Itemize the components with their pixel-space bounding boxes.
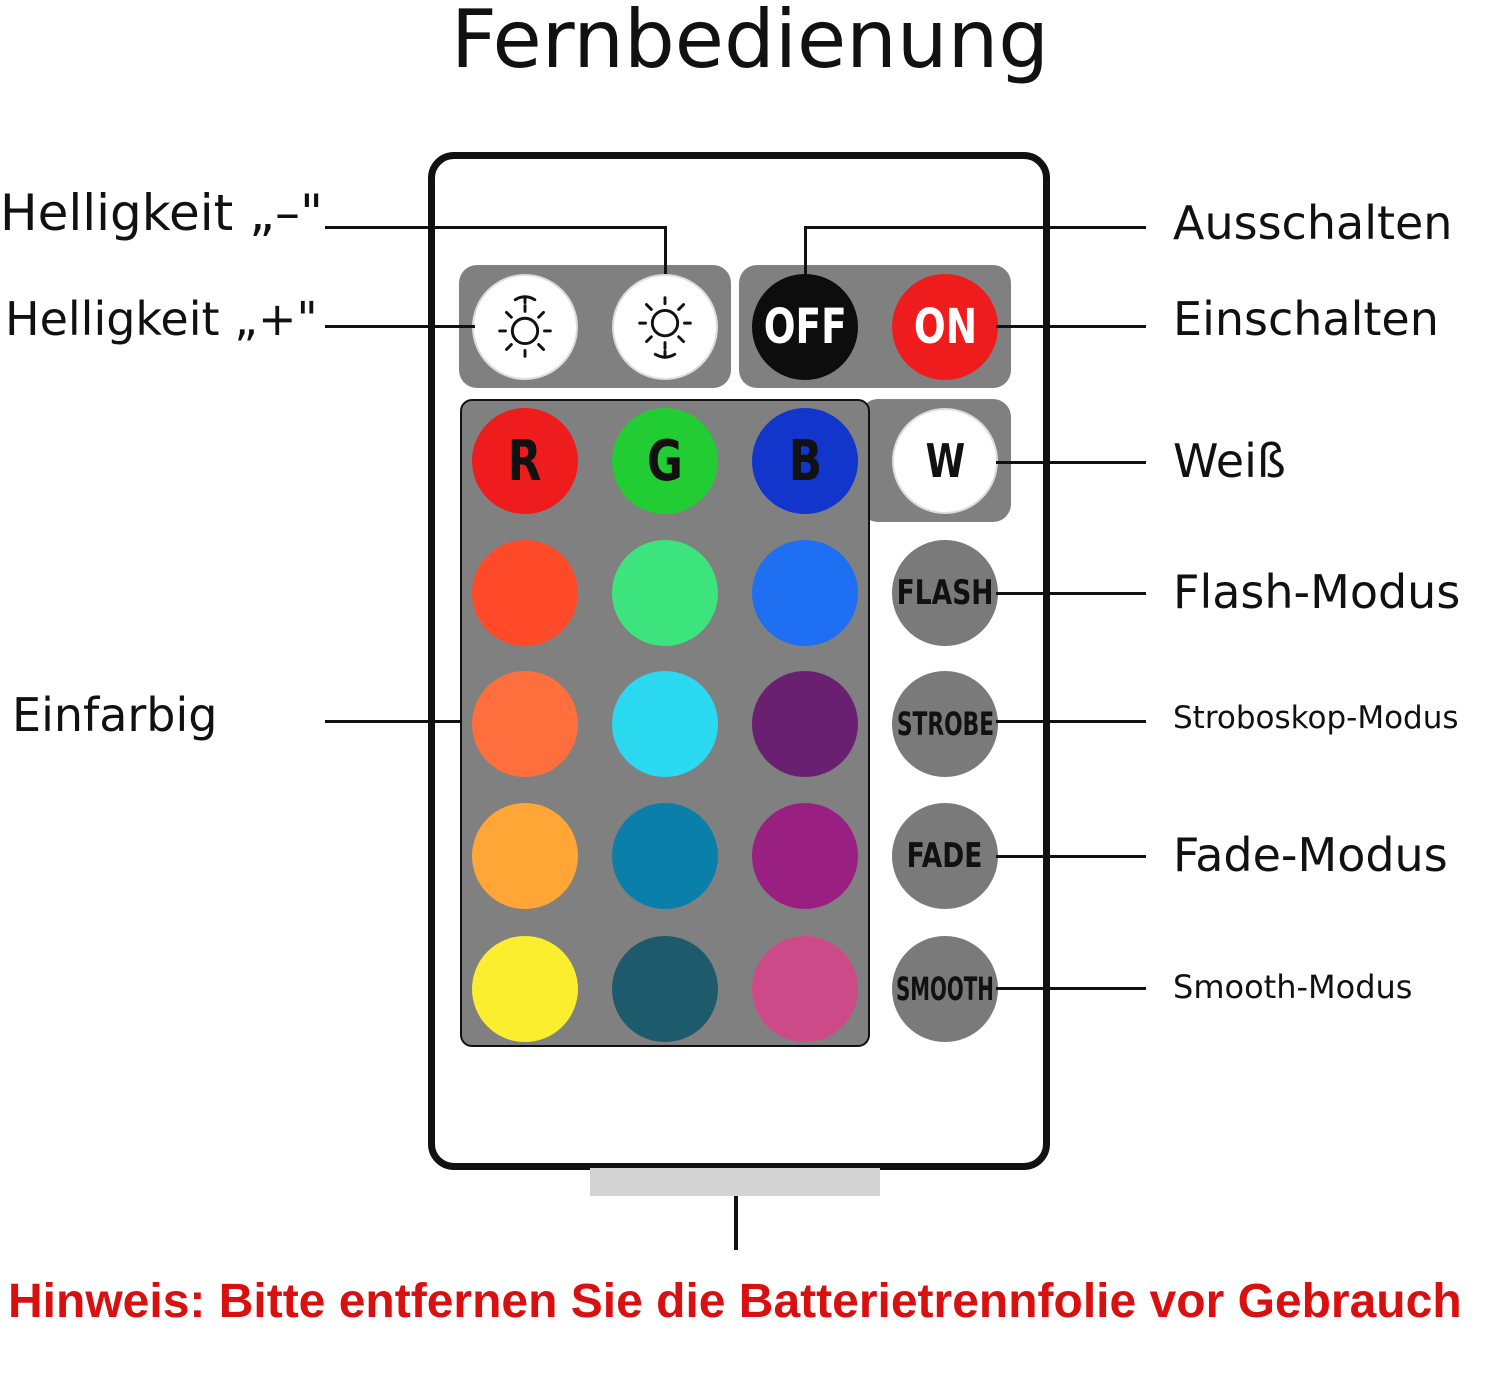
- label-flash: Flash-Modus: [1173, 565, 1461, 619]
- fade-button-label: FADE: [907, 836, 983, 876]
- leader-fade: [996, 855, 1146, 858]
- sun-dim-icon: [498, 295, 552, 358]
- white-button-label: W: [925, 434, 965, 488]
- label-fade: Fade-Modus: [1173, 828, 1448, 882]
- color-button-r3c3[interactable]: [752, 803, 858, 909]
- leader-brightness-plus: [325, 325, 475, 328]
- color-button-r4c3[interactable]: [752, 936, 858, 1042]
- red-button[interactable]: R: [472, 408, 578, 514]
- color-button-r3c1[interactable]: [472, 803, 578, 909]
- strobe-button-label: STROBE: [896, 705, 994, 743]
- leader-smooth: [996, 987, 1146, 990]
- leader-off-v: [804, 226, 807, 274]
- on-button-label: ON: [913, 299, 977, 355]
- smooth-button-label: SMOOTH: [896, 970, 994, 1008]
- foil-pointer-line: [734, 1196, 738, 1250]
- brightness-minus-button[interactable]: [472, 274, 578, 380]
- strobe-button[interactable]: STROBE: [892, 671, 998, 777]
- label-strobe: Stroboskop-Modus: [1173, 700, 1459, 736]
- label-brightness-plus: Helligkeit „+": [5, 292, 318, 346]
- flash-button[interactable]: FLASH: [892, 540, 998, 646]
- leader-brightness-minus-h: [325, 226, 667, 229]
- white-button[interactable]: W: [892, 408, 998, 514]
- leader-off-h: [804, 226, 1146, 229]
- page-title: Fernbedienung: [450, 0, 1050, 86]
- battery-foil-tab[interactable]: [590, 1168, 880, 1196]
- fade-button[interactable]: FADE: [892, 803, 998, 909]
- leader-on: [996, 325, 1146, 328]
- green-button-label: G: [647, 428, 683, 494]
- off-button-label: OFF: [763, 299, 847, 355]
- color-button-r2c3[interactable]: [752, 671, 858, 777]
- label-single-color: Einfarbig: [12, 688, 218, 742]
- color-button-r2c1[interactable]: [472, 671, 578, 777]
- color-button-r1c1[interactable]: [472, 540, 578, 646]
- smooth-button[interactable]: SMOOTH: [892, 936, 998, 1042]
- off-button[interactable]: OFF: [752, 274, 858, 380]
- blue-button[interactable]: B: [752, 408, 858, 514]
- label-smooth: Smooth-Modus: [1173, 968, 1413, 1006]
- leader-white: [996, 461, 1146, 464]
- sun-bright-icon: [638, 296, 692, 359]
- color-button-r4c2[interactable]: [612, 936, 718, 1042]
- leader-flash: [996, 592, 1146, 595]
- color-button-r1c2[interactable]: [612, 540, 718, 646]
- color-button-r2c2[interactable]: [612, 671, 718, 777]
- leader-strobe: [996, 720, 1146, 723]
- color-button-r3c2[interactable]: [612, 803, 718, 909]
- red-button-label: R: [508, 428, 542, 494]
- on-button[interactable]: ON: [892, 274, 998, 380]
- color-button-r1c3[interactable]: [752, 540, 858, 646]
- blue-button-label: B: [788, 428, 822, 494]
- leader-brightness-minus-v: [664, 226, 667, 274]
- label-brightness-minus: Helligkeit „–": [0, 184, 323, 242]
- color-button-r4c1[interactable]: [472, 936, 578, 1042]
- brightness-plus-button[interactable]: [612, 274, 718, 380]
- green-button[interactable]: G: [612, 408, 718, 514]
- flash-button-label: FLASH: [896, 573, 994, 613]
- leader-single-color: [325, 720, 462, 723]
- label-white: Weiß: [1173, 434, 1286, 488]
- label-on: Einschalten: [1173, 292, 1439, 346]
- battery-foil-note: Hinweis: Bitte entfernen Sie die Batteri…: [8, 1275, 1462, 1328]
- label-off: Ausschalten: [1173, 196, 1453, 250]
